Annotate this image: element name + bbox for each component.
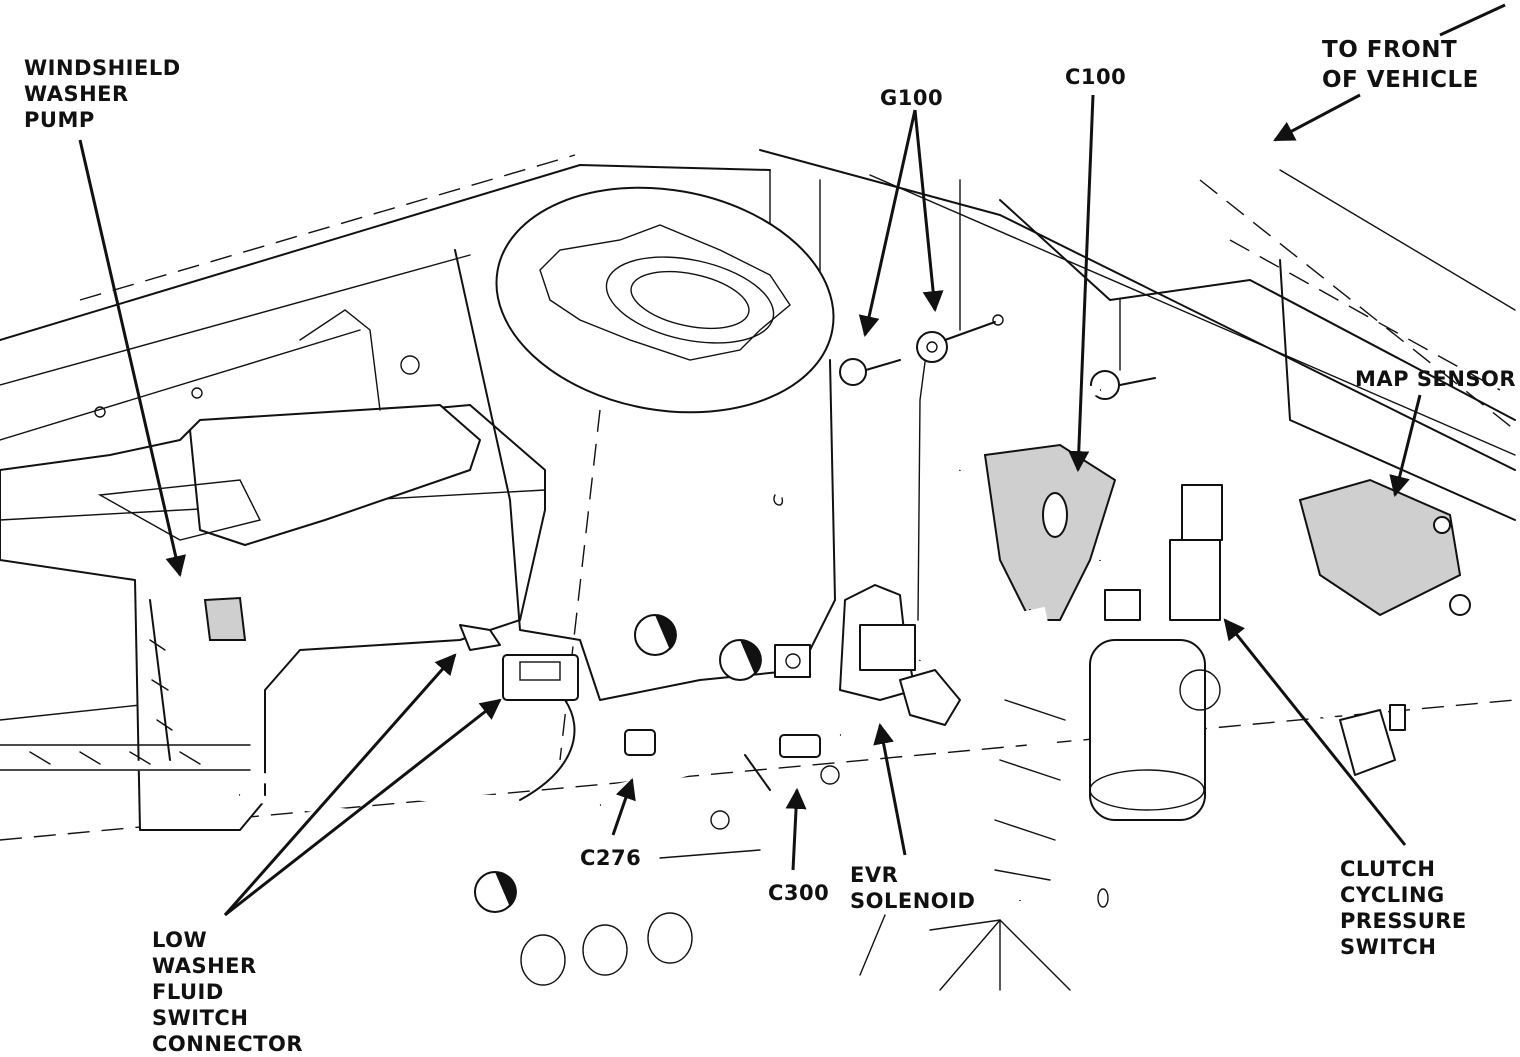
label-line: FLUID [152,980,224,1004]
fender-outline [0,149,1516,841]
label-c300: C300 [768,881,830,905]
label-windshield-washer-pump: WINDSHIELD WASHER PUMP [24,55,181,133]
evr-solenoid [774,584,961,726]
label-line: LOW [152,928,208,952]
label-map-sensor: MAP SENSOR [1355,367,1517,391]
grommets [474,614,1109,986]
label-line: SWITCH [1340,935,1437,959]
label-line: PUMP [24,108,95,132]
label-line: CLUTCH [1340,857,1436,881]
label-line: OF VEHICLE [1322,67,1479,93]
ac-accumulator [1089,484,1223,821]
leader-lines [78,3,1506,976]
label-line: WINDSHIELD [24,56,181,80]
g100-ground-bolts [839,314,1004,621]
label-line: SWITCH [152,1006,249,1030]
label-low-washer-fluid-switch-connector: LOW WASHER FLUID SWITCH CONNECTOR [152,927,303,1057]
washer-reservoir [0,387,546,831]
label-clutch-cycling-pressure-switch: CLUTCH CYCLING PRESSURE SWITCH [1340,856,1467,960]
label-evr-solenoid: EVR SOLENOID [850,862,975,914]
label-c276: C276 [580,846,642,870]
label-line: WASHER [24,82,129,106]
washer-hose-bundle [0,596,251,771]
label-g100: G100 [880,86,944,110]
label-line: TO FRONT [1322,37,1458,63]
label-line: EVR [850,863,899,887]
map-sensor [1298,478,1471,776]
label-line: SOLENOID [850,889,976,913]
inline-connectors [624,729,821,791]
label-to-front-of-vehicle: TO FRONT OF VEHICLE [1322,35,1479,95]
label-line: PRESSURE [1340,909,1467,933]
air-cleaner-housing [299,186,836,761]
label-line: CYCLING [1340,883,1445,907]
label-line: WASHER [152,954,257,978]
label-c100: C100 [1065,65,1127,89]
low-washer-fluid-connector [459,624,579,801]
label-line: CONNECTOR [152,1032,304,1056]
